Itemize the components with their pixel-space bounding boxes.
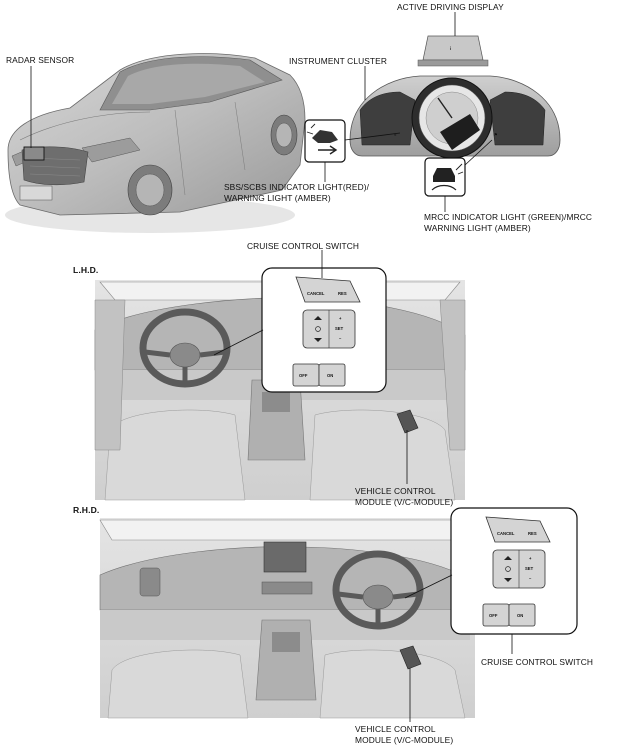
svg-text:≈: ≈ [394, 132, 397, 137]
label-rhd: R.H.D. [73, 505, 100, 515]
label-lhd: L.H.D. [73, 265, 99, 275]
label-mrcc-line2: WARNING LIGHT (AMBER) [424, 223, 531, 233]
label-radar-sensor: RADAR SENSOR [6, 55, 75, 65]
lhd-cruise-switch-callout [261, 267, 387, 393]
lhd-off-text: OFF [299, 373, 308, 378]
lhd-cancel-text: CANCEL [307, 291, 325, 296]
label-mrcc-line1: MRCC INDICATOR LIGHT (GREEN)/MRCC [424, 212, 593, 222]
rhd-interior-illustration [99, 518, 475, 719]
rhd-cancel-text: CANCEL [497, 531, 515, 536]
lhd-set-plus-text: + [339, 316, 342, 321]
lhd-set-text: SET [335, 326, 344, 331]
label-vcm1-line1: VEHICLE CONTROL [355, 486, 436, 496]
label-sbs-line2: WARNING LIGHT (AMBER) [224, 193, 331, 203]
lhd-switch-connector [213, 329, 264, 356]
rhd-set-minus-text: − [529, 576, 532, 581]
rhd-set-plus-text: + [529, 556, 532, 561]
rhd-set-text: SET [525, 566, 534, 571]
sbs-scbs-indicator-icon [304, 119, 346, 163]
label-vcm2-line1: VEHICLE CONTROL [355, 724, 436, 734]
rhd-on-text: ON [517, 613, 523, 618]
label-instrument-cluster: INSTRUMENT CLUSTER [289, 56, 387, 66]
rhd-res-text: RES [528, 531, 537, 536]
label-vcm1-line2: MODULE (V/C-MODULE) [355, 497, 454, 507]
active-driving-display-unit: i [417, 35, 489, 67]
lhd-on-text: ON [327, 373, 333, 378]
label-cruise-control-switch-bottom: CRUISE CONTROL SWITCH [481, 657, 594, 667]
sbs-indicator-connector [344, 132, 401, 141]
car-illustration [5, 53, 306, 233]
label-active-driving-display: ACTIVE DRIVING DISPLAY [397, 2, 504, 12]
lhd-res-text: RES [338, 291, 347, 296]
label-vcm2-line2: MODULE (V/C-MODULE) [355, 735, 454, 745]
mrcc-indicator-icon [424, 157, 466, 197]
rhd-switch-connector [404, 574, 453, 599]
rhd-cruise-switch-callout [450, 507, 578, 635]
instrument-cluster-unit: ≈ ⚑ [349, 75, 561, 159]
lhd-set-minus-text: − [339, 336, 342, 341]
svg-text:⚑: ⚑ [494, 132, 498, 137]
rhd-off-text: OFF [489, 613, 498, 618]
label-sbs-line1: SBS/SCBS INDICATOR LIGHT(RED)/ [224, 182, 370, 192]
svg-text:i: i [450, 46, 451, 51]
label-cruise-control-switch-top: CRUISE CONTROL SWITCH [247, 241, 360, 251]
mrcc-indicator-connector [464, 139, 493, 166]
